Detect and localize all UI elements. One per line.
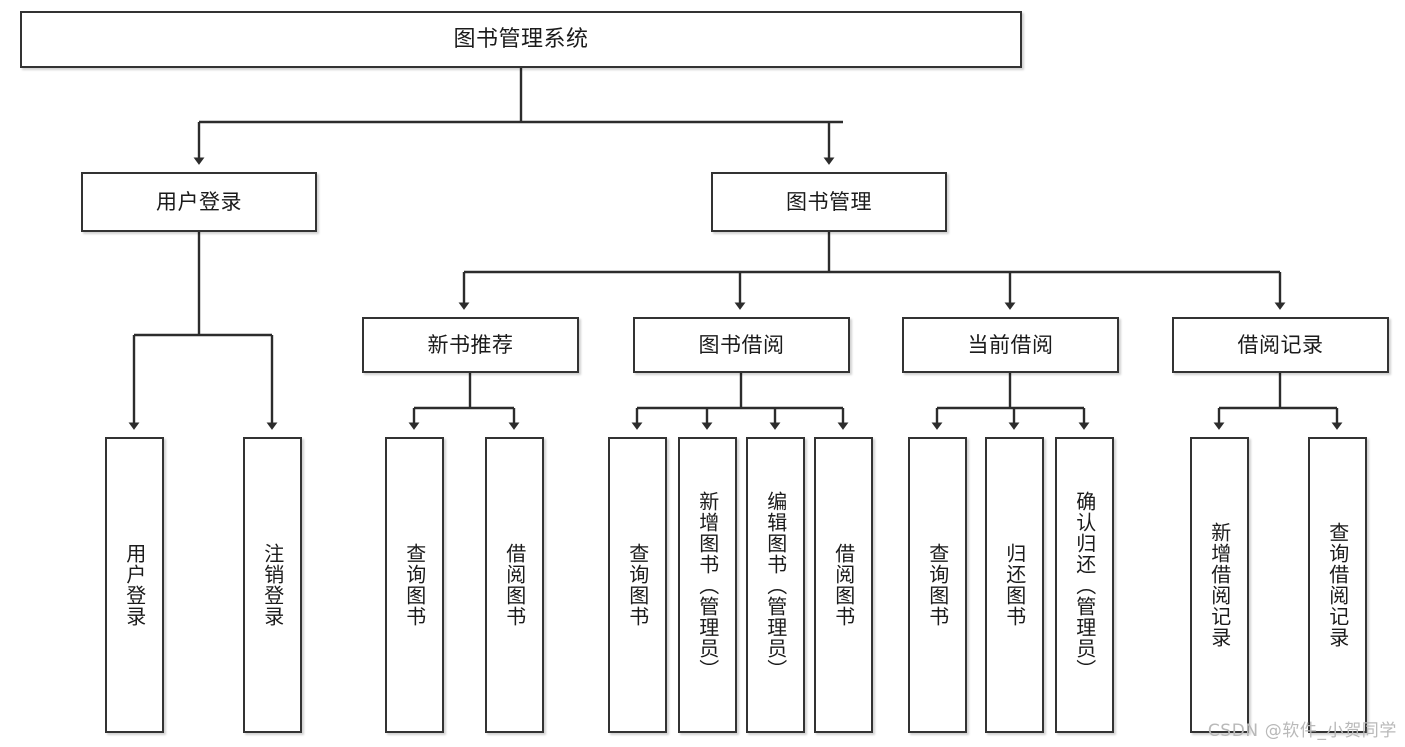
leaf-query-book-3-label: 查询图书 [925,543,950,627]
node-borrow-record-label: 借阅记录 [1237,332,1324,357]
leaf-user-login[interactable]: 用户登录 [105,437,164,733]
leaf-user-login-label: 用户登录 [122,543,147,627]
leaf-logout-label: 注销登录 [260,543,285,627]
node-new-book-recommend[interactable]: 新书推荐 [362,317,579,373]
leaf-query-record-label: 查询借阅记录 [1325,522,1350,648]
leaf-query-book-1-label: 查询图书 [402,543,427,627]
leaf-return-book[interactable]: 归还图书 [985,437,1044,733]
node-book-borrow[interactable]: 图书借阅 [633,317,850,373]
leaf-add-record-label: 新增借阅记录 [1207,522,1232,648]
node-book-manage-label: 图书管理 [786,189,872,214]
node-root-label: 图书管理系统 [453,26,589,52]
node-new-book-recommend-label: 新书推荐 [427,332,514,357]
leaf-query-record[interactable]: 查询借阅记录 [1308,437,1367,733]
leaf-query-book-2[interactable]: 查询图书 [608,437,667,733]
leaf-add-book-label: 新增图书（管理员） [695,490,720,680]
leaf-borrow-book-2[interactable]: 借阅图书 [814,437,873,733]
leaf-confirm-return[interactable]: 确认归还（管理员） [1055,437,1114,733]
node-book-manage[interactable]: 图书管理 [711,172,947,232]
node-root[interactable]: 图书管理系统 [20,11,1022,68]
leaf-borrow-book-1-label: 借阅图书 [502,543,527,627]
csdn-watermark: CSDN @软件_小贺同学 [1207,721,1397,741]
leaf-borrow-book-1[interactable]: 借阅图书 [485,437,544,733]
node-book-borrow-label: 图书借阅 [698,332,785,357]
leaf-borrow-book-2-label: 借阅图书 [831,543,856,627]
leaf-query-book-1[interactable]: 查询图书 [385,437,444,733]
leaf-logout[interactable]: 注销登录 [243,437,302,733]
leaf-query-book-3[interactable]: 查询图书 [908,437,967,733]
node-borrow-record[interactable]: 借阅记录 [1172,317,1389,373]
leaf-query-book-2-label: 查询图书 [625,543,650,627]
leaf-edit-book-label: 编辑图书（管理员） [763,490,788,680]
leaf-add-book[interactable]: 新增图书（管理员） [678,437,737,733]
leaf-return-book-label: 归还图书 [1002,543,1027,627]
node-user-login-label: 用户登录 [156,189,242,214]
node-current-borrow[interactable]: 当前借阅 [902,317,1119,373]
leaf-confirm-return-label: 确认归还（管理员） [1072,490,1097,680]
leaf-add-record[interactable]: 新增借阅记录 [1190,437,1249,733]
leaf-edit-book[interactable]: 编辑图书（管理员） [746,437,805,733]
node-user-login[interactable]: 用户登录 [81,172,317,232]
node-current-borrow-label: 当前借阅 [967,332,1054,357]
